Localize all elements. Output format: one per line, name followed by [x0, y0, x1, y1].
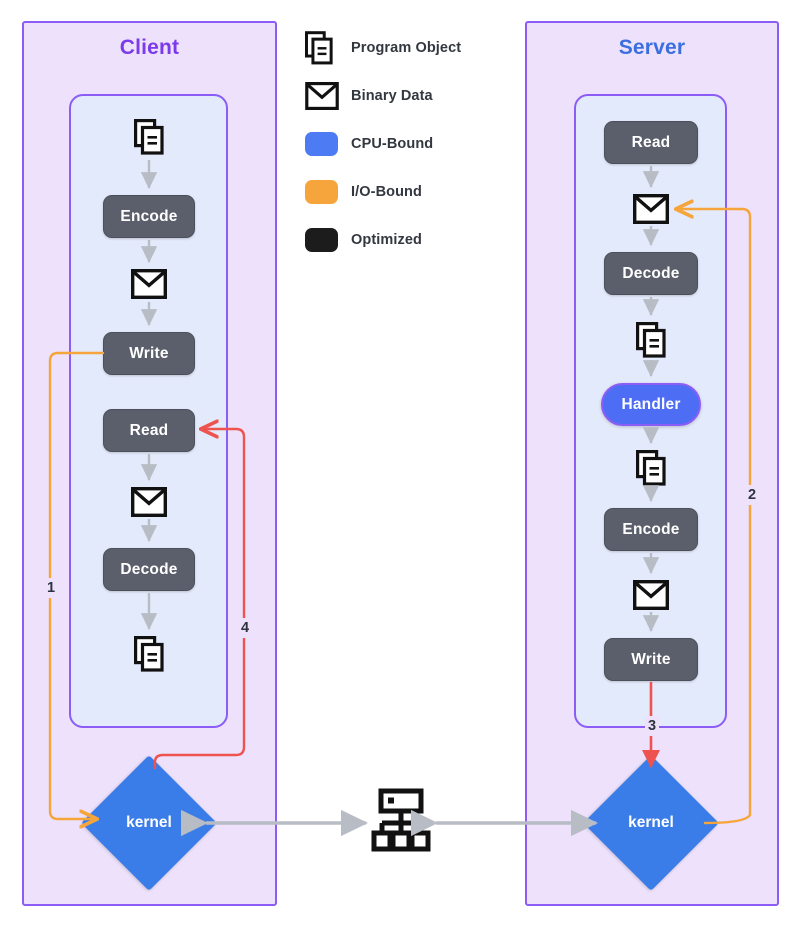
flow-label-2: 2 — [745, 485, 760, 505]
client-node-read-label: Read — [129, 421, 169, 439]
program-object-icon — [134, 119, 164, 155]
server-node-handler-label: Handler — [621, 395, 681, 413]
legend-label-optimized: Optimized — [351, 232, 422, 248]
legend-label-program-object: Program Object — [351, 40, 462, 56]
legend-label-cpu-bound: CPU-Bound — [351, 136, 434, 152]
program-object-icon — [305, 31, 351, 65]
server-node-decode-label: Decode — [622, 264, 680, 282]
server-node-read[interactable]: Read — [604, 121, 698, 164]
binary-data-icon — [131, 487, 167, 518]
legend-item-cpu-bound: CPU-Bound — [305, 120, 510, 168]
legend-label-binary-data: Binary Data — [351, 88, 433, 104]
client-node-encode[interactable]: Encode — [103, 195, 195, 238]
cpu-bound-swatch — [305, 132, 351, 156]
program-object-icon — [636, 450, 666, 486]
optimized-color-chip — [305, 228, 338, 252]
legend-item-program-object: Program Object — [305, 24, 510, 72]
server-node-read-label: Read — [631, 133, 671, 151]
flow-label-4: 4 — [238, 618, 253, 638]
binary-data-icon — [131, 269, 167, 300]
binary-data-icon — [633, 194, 669, 225]
io-bound-swatch — [305, 180, 351, 204]
client-node-write[interactable]: Write — [103, 332, 195, 375]
server-node-write[interactable]: Write — [604, 638, 698, 681]
flow-label-1: 1 — [44, 578, 59, 598]
server-node-handler[interactable]: Handler — [601, 383, 701, 426]
flow-label-3: 3 — [645, 716, 660, 736]
client-panel-title: Client — [119, 36, 180, 59]
legend: Program Object Binary Data CPU-Bound I/O… — [305, 24, 510, 264]
binary-data-icon — [305, 82, 351, 111]
legend-label-io-bound: I/O-Bound — [351, 184, 422, 200]
program-object-icon — [134, 636, 164, 672]
optimized-swatch — [305, 228, 351, 252]
client-node-decode-label: Decode — [120, 560, 178, 578]
binary-data-icon — [633, 580, 669, 611]
server-node-encode-label: Encode — [622, 520, 680, 538]
program-object-icon — [636, 322, 666, 358]
server-node-encode[interactable]: Encode — [604, 508, 698, 551]
io-bound-color-chip — [305, 180, 338, 204]
network-hub-icon — [371, 788, 431, 853]
client-node-decode[interactable]: Decode — [103, 548, 195, 591]
server-node-decode[interactable]: Decode — [604, 252, 698, 295]
server-panel-title: Server — [618, 36, 686, 59]
legend-item-binary-data: Binary Data — [305, 72, 510, 120]
legend-item-io-bound: I/O-Bound — [305, 168, 510, 216]
legend-item-optimized: Optimized — [305, 216, 510, 264]
server-kernel-label: kernel — [628, 814, 674, 831]
client-node-write-label: Write — [129, 344, 169, 362]
client-kernel-label: kernel — [126, 814, 172, 831]
cpu-bound-color-chip — [305, 132, 338, 156]
server-node-write-label: Write — [631, 650, 671, 668]
client-node-read[interactable]: Read — [103, 409, 195, 452]
client-node-encode-label: Encode — [120, 207, 178, 225]
server-kernel[interactable]: kernel — [583, 755, 719, 891]
client-kernel[interactable]: kernel — [81, 755, 217, 891]
